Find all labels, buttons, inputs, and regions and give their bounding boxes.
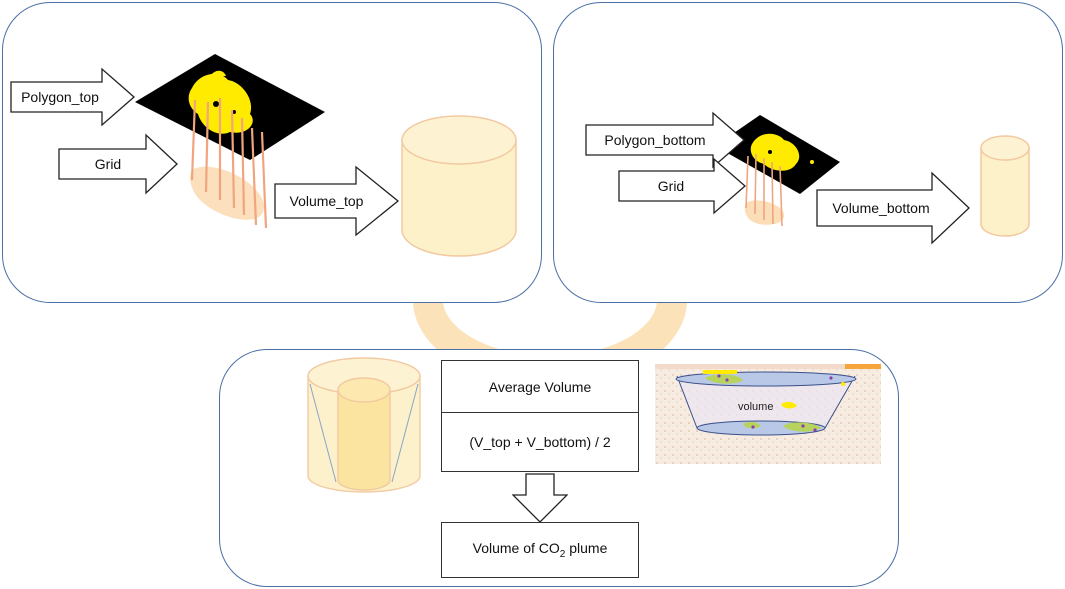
co2-suffix: plume	[565, 540, 608, 557]
grid-top-label: Grid	[94, 156, 122, 172]
volume-top-arrow: Volume_top	[274, 165, 400, 237]
co2-volume-box: Volume of CO2 plume	[441, 522, 639, 578]
polygon-bottom-map	[715, 115, 840, 194]
polygon-bottom-label: Polygon_bottom	[604, 132, 706, 148]
grid-bottom-columns	[744, 153, 785, 227]
grid-top-arrow: Grid	[58, 133, 178, 195]
co2-prefix: Volume of CO	[472, 540, 560, 557]
volume-bottom-cylinder	[980, 135, 1030, 237]
formula-label: (V_top + V_bottom) / 2	[469, 434, 611, 450]
volume-bottom-label: Volume_bottom	[832, 200, 930, 216]
grid-top-columns	[190, 98, 268, 229]
co2-subscript: 2	[559, 548, 566, 560]
volume-top-cylinder	[401, 115, 517, 257]
polygon-bottom-arrow: Polygon_bottom	[585, 111, 745, 169]
grid-bottom-label: Grid	[657, 178, 685, 194]
down-arrow	[512, 473, 568, 523]
polygon-top-label: Polygon_top	[21, 89, 99, 105]
polygon-top-arrow: Polygon_top	[10, 67, 135, 127]
formula-box: (V_top + V_bottom) / 2	[441, 412, 639, 472]
seismic-volume-label: volume	[738, 401, 774, 413]
average-volume-label: Average Volume	[488, 378, 592, 395]
co2-volume-label: Volume of CO2 plume	[473, 540, 608, 560]
average-volume-box: Average Volume	[441, 360, 639, 413]
grid-bottom-arrow: Grid	[618, 157, 746, 215]
volume-top-label: Volume_top	[289, 193, 364, 209]
average-cylinders	[307, 357, 421, 493]
volume-bottom-arrow: Volume_bottom	[816, 171, 970, 245]
seismic-volume-figure	[655, 364, 881, 464]
